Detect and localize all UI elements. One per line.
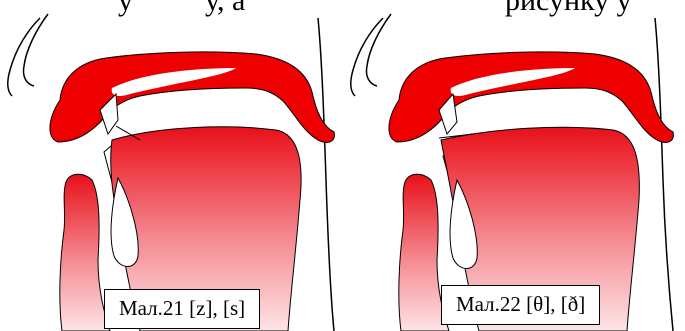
nose-inner-outline [366, 14, 391, 86]
figure-21-diagram [0, 0, 342, 331]
nose-outline [351, 18, 383, 96]
figure-22-panel: Мал.22 [θ], [ð] [343, 0, 685, 331]
figure-21-caption: Мал.21 [z], [s] [104, 289, 260, 329]
figure-21-panel: Мал.21 [z], [s] [0, 0, 342, 331]
lower-jaw [60, 174, 110, 331]
nose-outline [8, 18, 40, 96]
pharynx-wall [318, 18, 334, 331]
figure-22-caption: Мал.22 [θ], [ð] [441, 285, 600, 325]
figure-22-diagram [343, 0, 685, 331]
pharynx-wall [655, 18, 673, 331]
nose-inner-outline [23, 14, 48, 86]
